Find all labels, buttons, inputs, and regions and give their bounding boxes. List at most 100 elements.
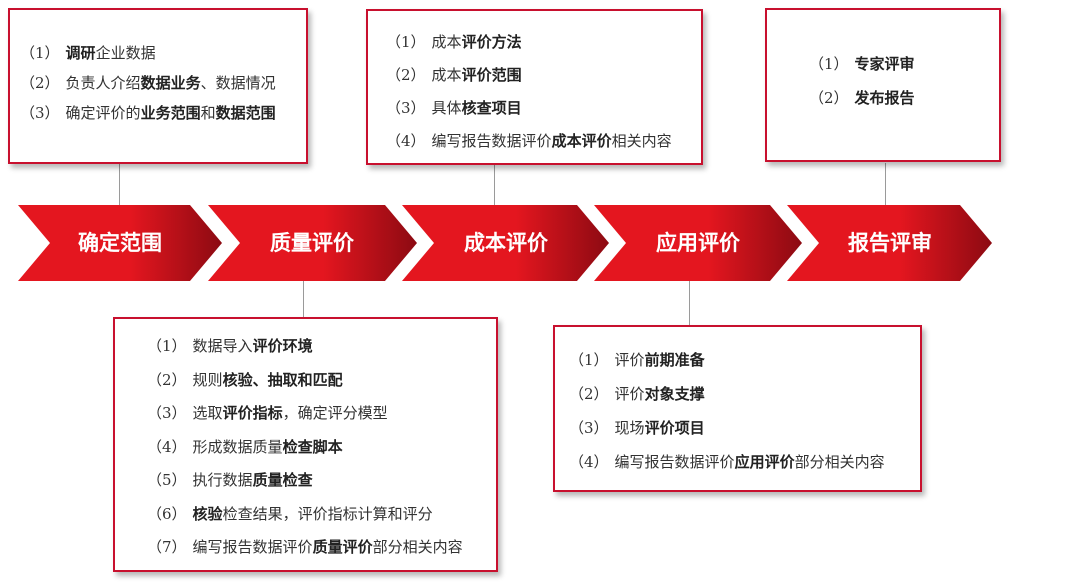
item-text: 形成数据质量 [192, 437, 283, 456]
item-number: （2） [569, 385, 609, 403]
item-text-bold: 评价范围 [461, 66, 522, 84]
step-arrow-4 [594, 205, 802, 281]
item-number: （1） [569, 351, 609, 369]
box-quality: （1） 数据导入评价环境 （2） 规则核验、抽取和匹配 （3） 选取评价指标，确定评分模型… [113, 317, 498, 572]
step-label-cost: 成本评价 [464, 231, 548, 255]
item-number: （4） [569, 453, 609, 471]
item-text: 负责人介绍 [65, 74, 141, 92]
item-text-bold: 质量检查 [252, 471, 313, 489]
step-label-scope: 确定范围 [78, 231, 162, 255]
step-label-application: 应用评价 [656, 231, 740, 255]
item-number: （2） [809, 89, 849, 107]
step-arrow-5 [787, 205, 992, 281]
item-text: 企业数据 [95, 44, 156, 62]
application-list: （1）评价前期准备（2）评价对象支撑（3）现场评价项目（4）编写报告数据评价应用… [569, 350, 920, 486]
item-text-bold: 数据范围 [215, 104, 276, 122]
list-item: （2） 发布报告 [809, 88, 999, 122]
process-arrows [18, 205, 992, 281]
item-text-bold: 前期准备 [644, 351, 705, 369]
item-text: 编写报告数据评价 [614, 453, 735, 471]
list-item: （1） 评价前期准备 [569, 350, 920, 384]
list-item: （6） 核验检查结果，评价指标计算和评分 [147, 504, 496, 538]
item-text: 部分相关内容 [794, 453, 885, 471]
item-text: 选取 [192, 404, 223, 422]
quality-list: （1） 数据导入评价环境 （2） 规则核验、抽取和匹配 （3） 选取评价指标，确定评分模型… [147, 336, 496, 571]
list-item: （3）确定评价的业务范围和数据范围 [20, 103, 306, 133]
list-item: （1）成本评价方法 [386, 32, 701, 65]
item-text-bold: 评价环境 [252, 337, 313, 355]
item-text-bold: 评价指标 [222, 404, 283, 422]
item-text: 评价 [614, 385, 645, 403]
list-item: （2） 负责人介绍数据业务、数据情况 [20, 73, 306, 103]
item-text: 编写报告数据评价 [431, 132, 552, 150]
box-cost: （1）成本评价方法（2）成本评价范围（3） 具体核查项目 （4） 编写报告数据评价成本… [366, 9, 703, 165]
list-item: （1） 调研企业数据 [20, 43, 306, 73]
step-label-quality: 质量评价 [270, 231, 354, 255]
list-item: （3） 具体核查项目 [386, 98, 701, 131]
item-number: （1） [809, 55, 849, 73]
review-list: （1） 专家评审 （2） 发布报告 [809, 54, 999, 122]
cost-list: （1）成本评价方法（2）成本评价范围（3） 具体核查项目 （4） 编写报告数据评价成本… [386, 32, 701, 164]
item-text-bold: 核验 [192, 504, 223, 523]
item-text-bold: 调研 [65, 44, 96, 62]
list-item: （4）编写报告数据评价成本评价相关内容 [386, 131, 701, 164]
item-text-bold: 核验、抽取和匹配 [222, 370, 343, 389]
item-text: 相关内容 [611, 132, 672, 150]
item-number: （2） [20, 74, 60, 92]
item-text-bold: 评价项目 [644, 419, 705, 437]
item-text: 规则 [192, 370, 223, 389]
item-number: （4） [147, 437, 187, 456]
list-item: （3）现场评价项目 [569, 418, 920, 452]
item-text-bold: 评价方法 [461, 33, 522, 51]
step-arrow-3 [402, 205, 609, 281]
item-text: 执行数据 [192, 471, 253, 489]
connector-quality [303, 280, 304, 320]
box-review: （1） 专家评审 （2） 发布报告 [765, 8, 1001, 162]
item-text: 和 [200, 104, 216, 122]
item-text-bold: 专家评审 [854, 55, 915, 73]
step-arrow-2 [208, 205, 417, 281]
item-text-bold: 数据业务 [140, 74, 201, 92]
item-text: 数据导入 [192, 337, 253, 355]
item-text-bold: 质量评价 [312, 538, 373, 556]
box-application: （1）评价前期准备（2）评价对象支撑（3）现场评价项目（4）编写报告数据评价应用… [553, 325, 922, 492]
item-number: （3） [386, 99, 426, 117]
list-item: （5） 执行数据质量检查 [147, 470, 496, 504]
item-text: 检查结果，评价指标计算和评分 [222, 504, 433, 523]
connector-cost [494, 163, 495, 207]
item-number: （6） [147, 504, 187, 523]
item-text-bold: 核查项目 [461, 99, 522, 117]
item-text: 部分相关内容 [372, 538, 463, 556]
item-text-bold: 应用评价 [734, 453, 795, 471]
item-number: （1） [147, 337, 187, 355]
item-text: ，确定评分模型 [282, 404, 388, 422]
item-number: （7） [147, 538, 187, 556]
item-text: 、数据情况 [200, 74, 276, 92]
list-item: （4） 编写报告数据评价应用评价部分相关内容 [569, 452, 920, 486]
connector-scope [119, 163, 120, 207]
list-item: （3） 选取评价指标，确定评分模型 [147, 403, 496, 437]
list-item: （2） 规则核验、抽取和匹配 [147, 370, 496, 404]
item-text: 具体 [431, 99, 462, 117]
item-number: （2） [386, 66, 426, 84]
list-item: （2）成本评价范围 [386, 65, 701, 98]
connector-review [885, 163, 886, 207]
list-item: （4）形成数据质量检查脚本 [147, 437, 496, 471]
item-text: 编写报告数据评价 [192, 538, 313, 556]
item-number: （5） [147, 471, 187, 489]
item-text: 成本 [431, 33, 462, 51]
list-item: （1） 数据导入评价环境 [147, 336, 496, 370]
item-number: （1） [20, 44, 60, 62]
item-number: （4） [386, 132, 426, 150]
item-number: （3） [147, 404, 187, 422]
item-text: 确定评价的 [65, 104, 141, 122]
connector-application [689, 280, 690, 327]
item-number: （3） [569, 419, 609, 437]
item-text-bold: 业务范围 [140, 104, 201, 122]
step-label-review: 报告评审 [848, 231, 932, 255]
item-text: 评价 [614, 351, 645, 369]
item-number: （2） [147, 370, 187, 389]
item-text-bold: 发布报告 [854, 89, 915, 107]
list-item: （2）评价对象支撑 [569, 384, 920, 418]
